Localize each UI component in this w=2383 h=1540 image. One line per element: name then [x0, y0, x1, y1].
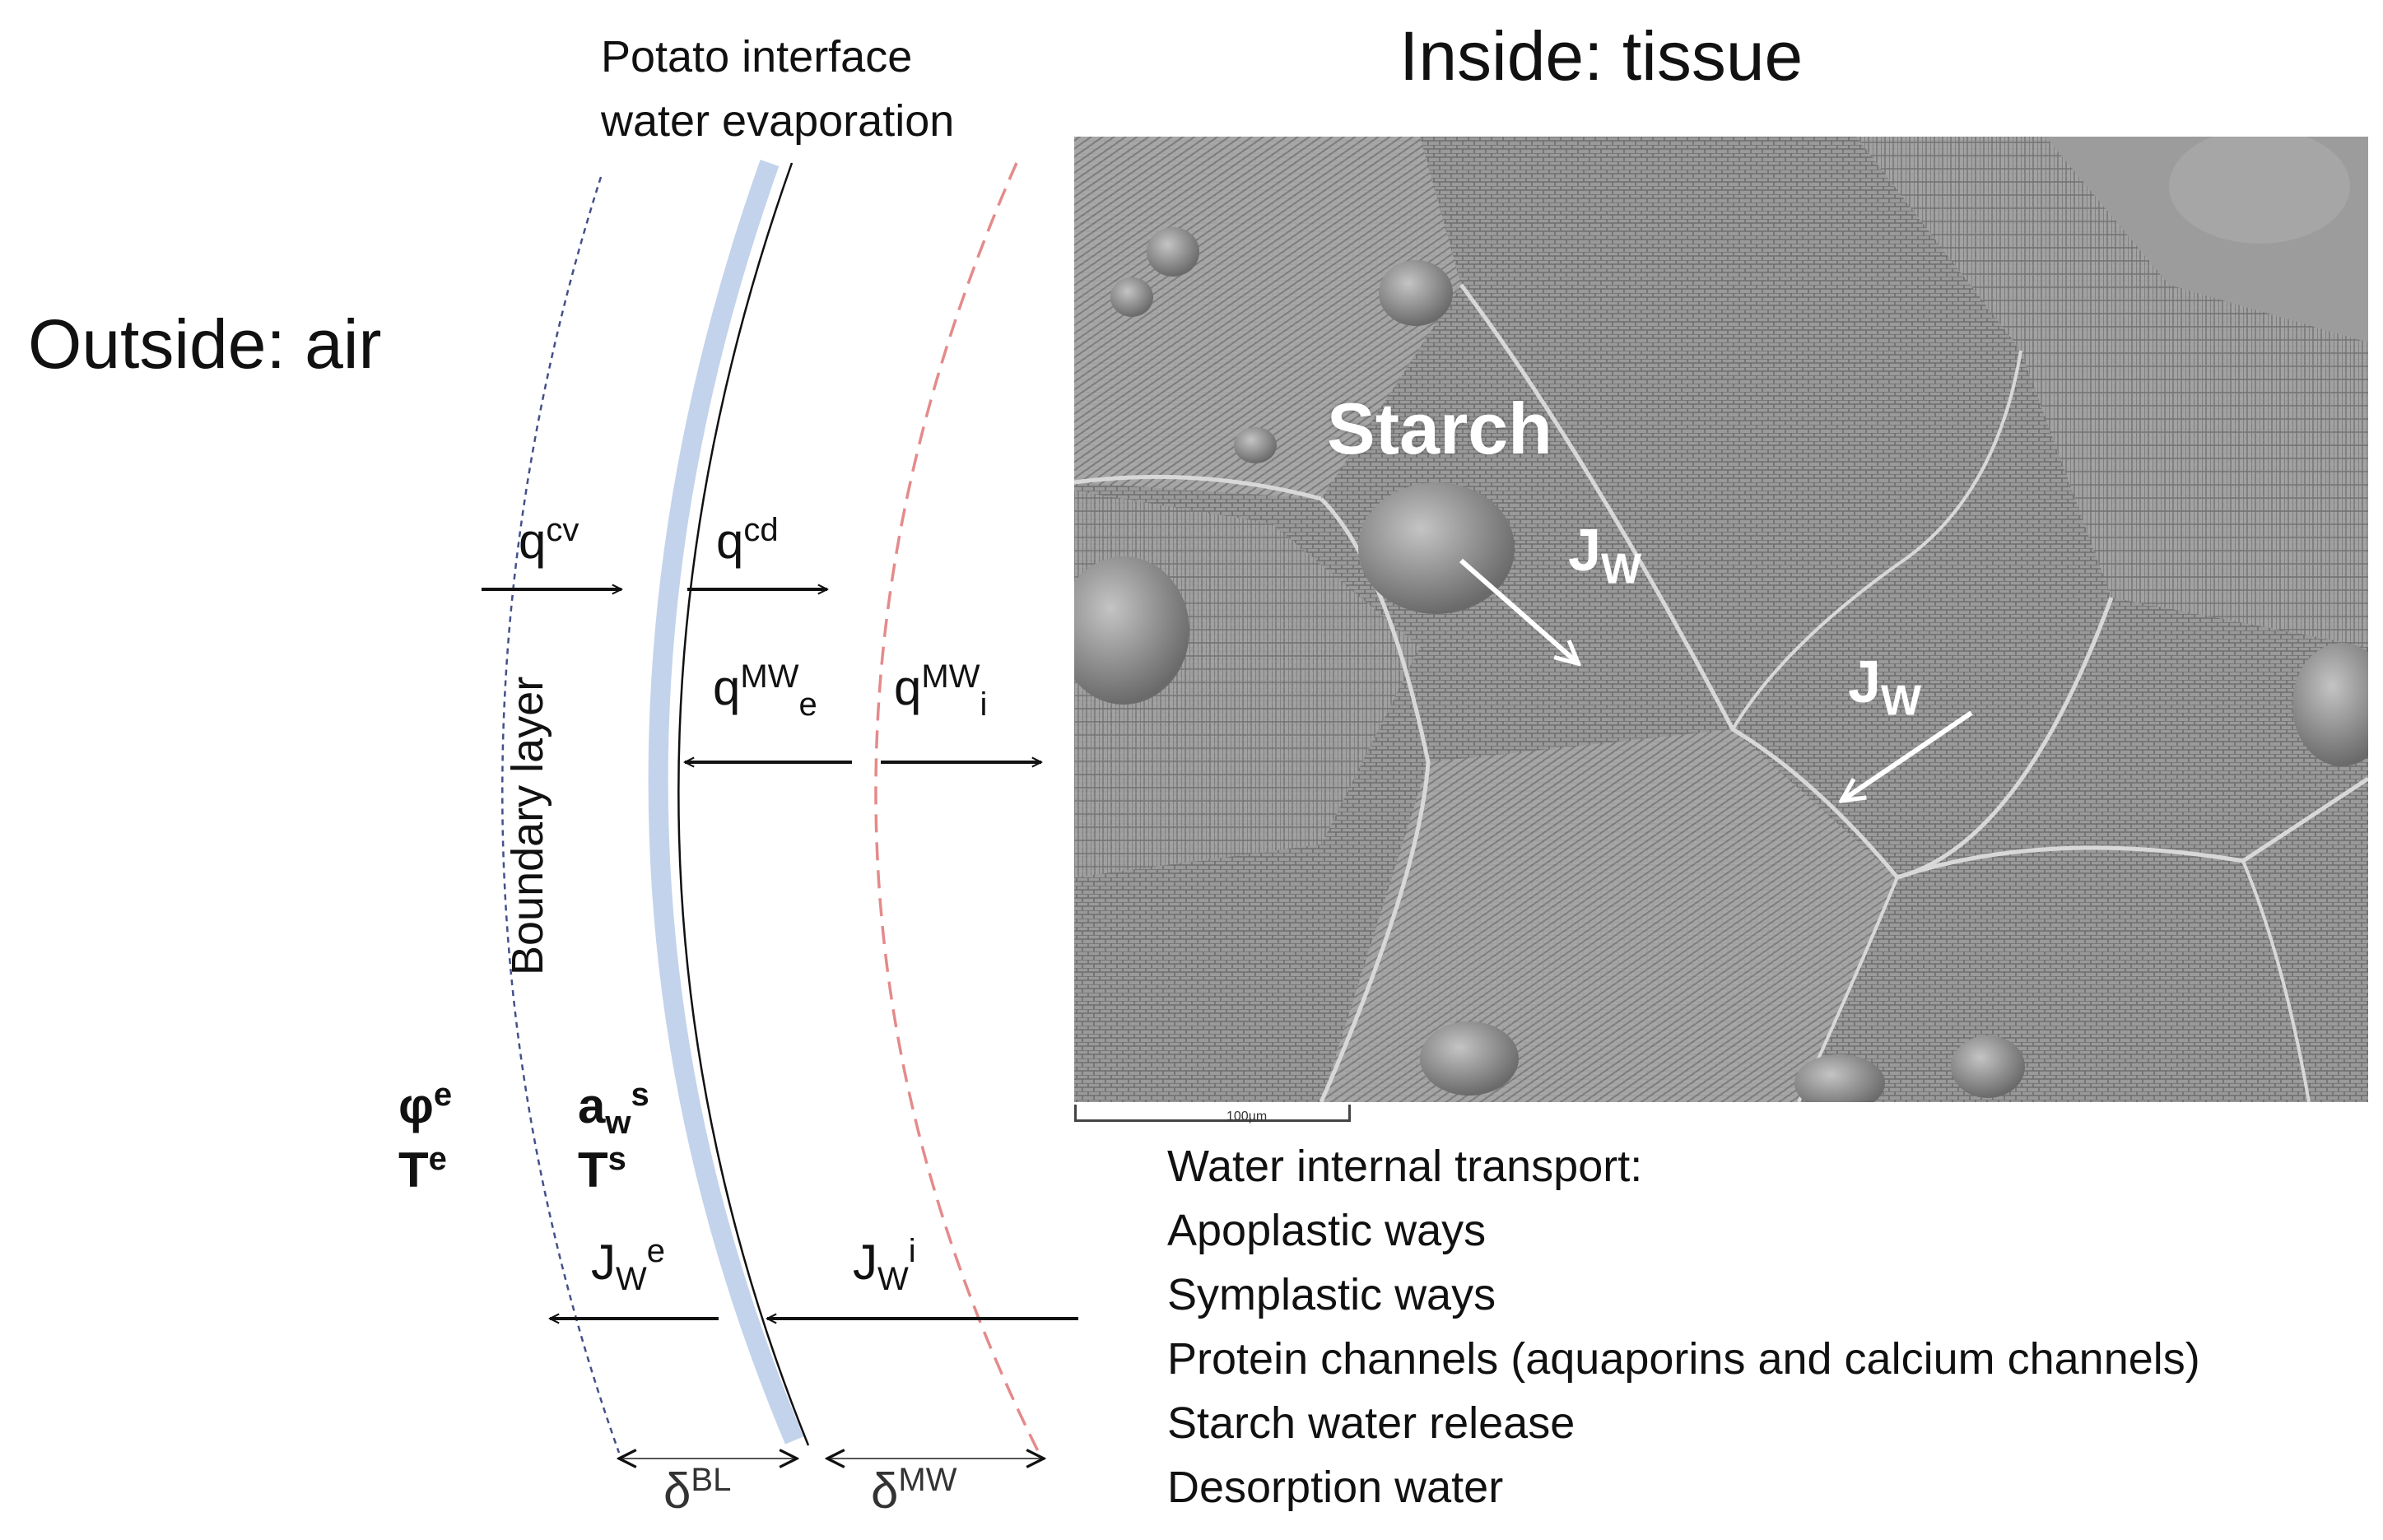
delta-mw-label: δMW	[871, 1462, 957, 1519]
jw-e-label: JWe	[591, 1233, 666, 1297]
aw-s-label: aws	[578, 1077, 649, 1141]
t-s-label: Ts	[578, 1141, 626, 1198]
potato-interface-edge	[677, 162, 810, 1446]
list-item: Symplastic ways	[1167, 1270, 1496, 1319]
sem-micrograph	[1074, 137, 2368, 1102]
list-item: Starch water release	[1167, 1398, 1575, 1448]
scale-label: 100µm	[1226, 1110, 1268, 1124]
q-cd-label: qcd	[716, 512, 779, 569]
q-mw-e-label: qMWe	[713, 658, 817, 723]
phi-e-label: φe	[398, 1077, 453, 1133]
scale-bar	[1074, 1105, 1351, 1122]
interface-label: Potato interface water evaporation	[601, 25, 954, 153]
jw-label-2: JW	[1848, 649, 1922, 725]
delta-bl-label: δBL	[663, 1462, 732, 1519]
q-mw-i-label: qMWi	[894, 658, 988, 723]
t-e-label: Te	[398, 1141, 447, 1198]
potato-interface-band	[648, 159, 804, 1445]
transport-list-title: Water internal transport:	[1167, 1142, 1643, 1191]
q-cv-label: qcv	[519, 512, 579, 569]
boundary-layer-label: Boundary layer	[503, 676, 552, 975]
interface-label-line1: Potato interface	[601, 32, 913, 81]
list-item: Protein channels (aquaporins and calcium…	[1167, 1334, 2200, 1384]
inside-tissue-label: Inside: tissue	[1399, 17, 1804, 95]
list-item: Apoplastic ways	[1167, 1206, 1487, 1255]
jw-i-label: JWi	[853, 1233, 916, 1297]
starch-label: Starch	[1327, 388, 1552, 469]
jw-label-1: JW	[1568, 518, 1642, 593]
microwave-zone-inner-curve	[874, 162, 1040, 1454]
outside-air-label: Outside: air	[28, 305, 382, 383]
list-item: Desorption water	[1167, 1463, 1504, 1512]
transport-list: Water internal transport: Apoplastic way…	[1167, 1134, 2200, 1519]
interface-label-line2: water evaporation	[601, 96, 955, 146]
